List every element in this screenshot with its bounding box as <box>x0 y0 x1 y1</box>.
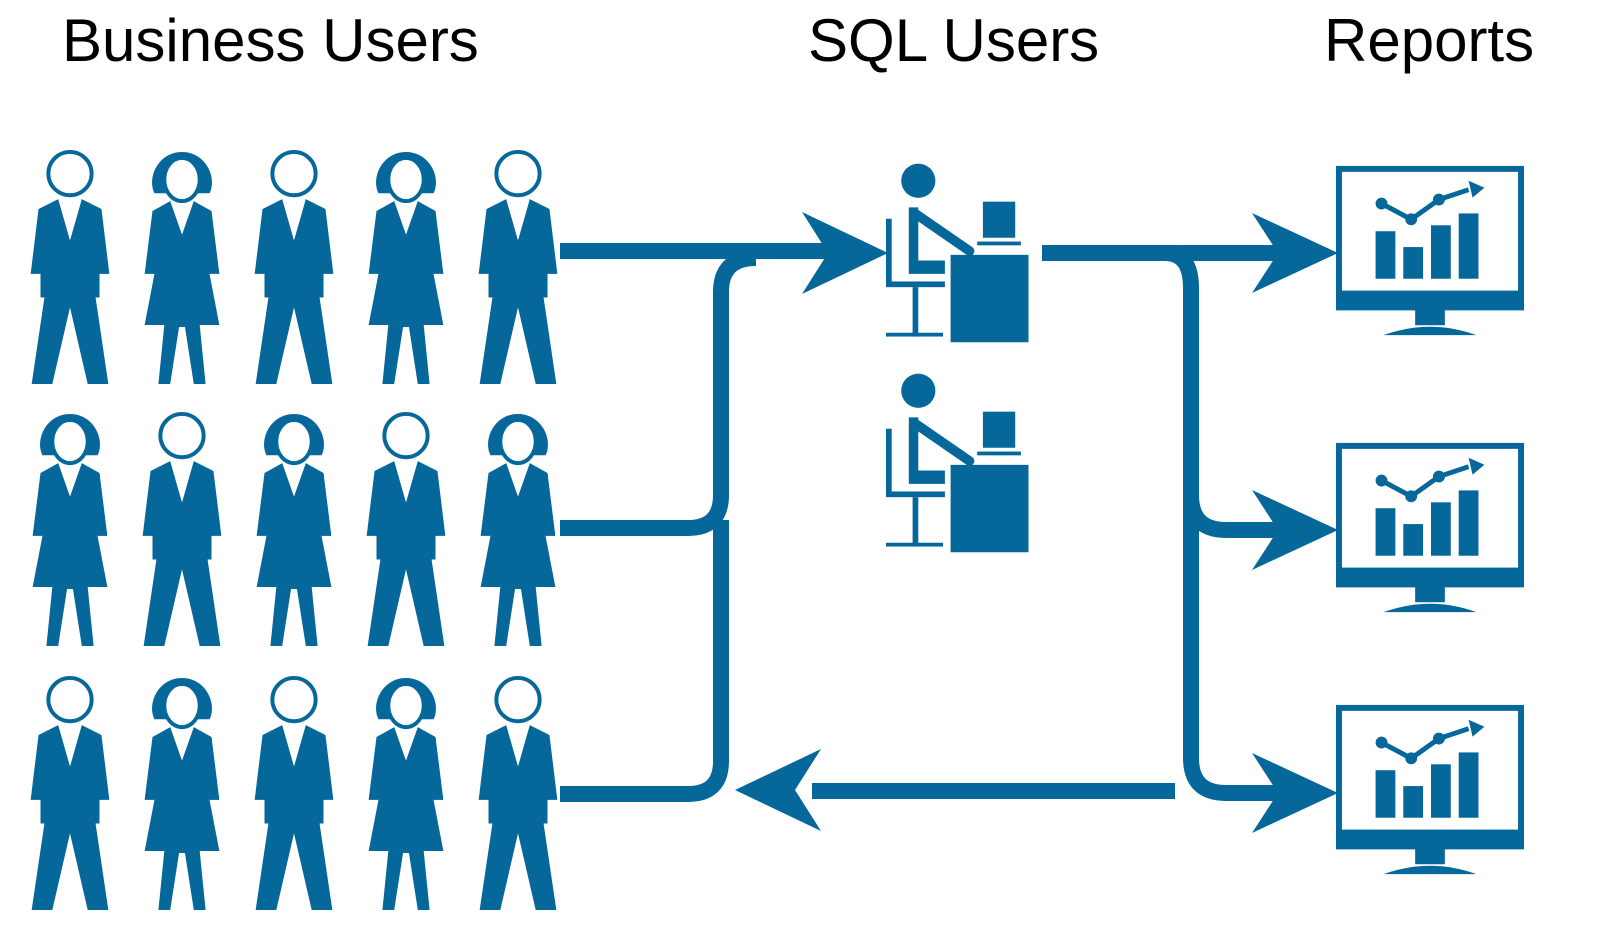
man-icon <box>478 150 558 386</box>
report-monitor-chart-icon <box>1339 446 1521 612</box>
woman-icon <box>366 150 446 386</box>
man-icon <box>366 412 446 648</box>
arrowhead-to-business <box>735 749 821 831</box>
sql-user-at-desk-icon <box>886 374 1029 553</box>
report-monitor-chart-icon <box>1339 708 1521 874</box>
man-icon <box>254 150 334 386</box>
business-users-heading: Business Users <box>62 7 479 74</box>
connectors <box>560 243 1295 802</box>
woman-icon <box>478 412 558 648</box>
woman-icon <box>30 412 110 648</box>
man-icon <box>142 412 222 648</box>
arrowheads <box>735 212 1338 833</box>
man-icon <box>30 150 110 386</box>
sql-to-report-2-line <box>1183 494 1290 538</box>
sql-users-group <box>886 164 1029 553</box>
arrowhead-to-report-3 <box>1252 753 1338 833</box>
woman-icon <box>142 676 222 912</box>
arrowhead-to-report-2 <box>1252 490 1338 570</box>
arrowhead-to-sql <box>802 212 888 294</box>
reports-group <box>1339 169 1521 874</box>
from-row3-connector <box>560 520 729 802</box>
man-icon <box>254 676 334 912</box>
woman-icon <box>254 412 334 648</box>
woman-icon <box>142 150 222 386</box>
sql-users-heading: SQL Users <box>808 7 1100 74</box>
business-users-group <box>30 150 558 912</box>
man-icon <box>30 676 110 912</box>
woman-icon <box>366 676 446 912</box>
reports-heading: Reports <box>1324 7 1535 74</box>
arrowhead-to-report-1 <box>1252 213 1338 293</box>
report-branch-line <box>1164 245 1290 801</box>
sql-user-at-desk-icon <box>886 164 1029 343</box>
man-icon <box>478 676 558 912</box>
from-row2-connector <box>560 250 757 536</box>
report-monitor-chart-icon <box>1339 169 1521 335</box>
